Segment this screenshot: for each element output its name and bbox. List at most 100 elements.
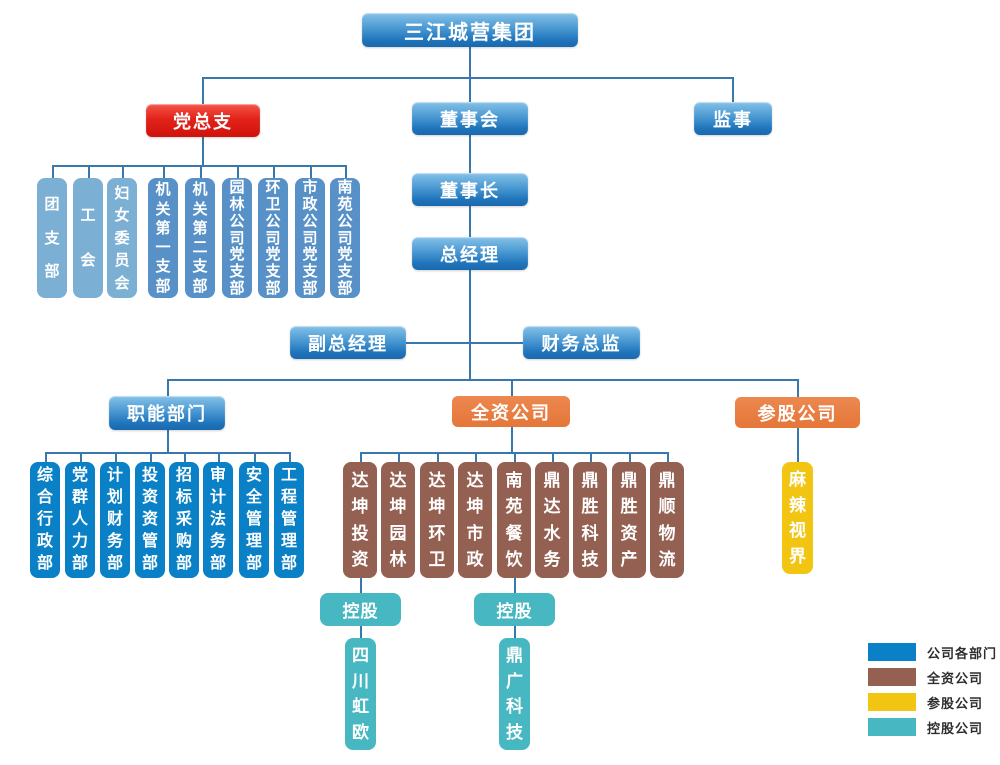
- connector-line: [237, 165, 239, 178]
- node-party-branch: 环卫公司党支部: [258, 178, 288, 298]
- connector-line: [398, 452, 400, 462]
- legend-row: 全资公司: [868, 668, 997, 686]
- connector-line: [115, 452, 117, 462]
- connector-line: [150, 452, 152, 462]
- connector-line: [202, 77, 204, 104]
- connector-line: [514, 626, 516, 638]
- legend-label: 控股公司: [927, 720, 984, 736]
- node-wholly-owned-companies: 全资公司: [452, 396, 570, 427]
- connector-line: [167, 379, 797, 381]
- connector-line: [469, 206, 471, 237]
- connector-line: [52, 165, 345, 167]
- legend: 公司各部门 全资公司 参股公司 控股公司: [868, 643, 997, 743]
- connector-line: [469, 135, 471, 173]
- node-holding-badge: 控股: [474, 593, 555, 626]
- node-department: 安全管理部: [239, 462, 269, 578]
- node-subsidiary: 达坤市政: [458, 462, 492, 578]
- node-holding-company: 鼎广科技: [499, 638, 530, 750]
- connector-line: [511, 379, 513, 397]
- connector-line: [52, 165, 54, 178]
- connector-line: [437, 452, 439, 462]
- node-party-branch: 园林公司党支部: [222, 178, 252, 298]
- connector-line: [552, 452, 554, 462]
- connector-line: [797, 428, 799, 462]
- connector-line: [163, 165, 165, 178]
- connector-line: [469, 270, 471, 379]
- node-party-branch: 团支部: [37, 178, 67, 298]
- connector-line: [360, 578, 362, 593]
- connector-line: [45, 452, 47, 462]
- node-holding-company: 四川虹欧: [345, 638, 376, 750]
- node-deputy-general-manager: 副总经理: [290, 326, 406, 359]
- connector-line: [469, 77, 471, 102]
- node-department: 综合行政部: [30, 462, 60, 578]
- legend-label: 全资公司: [927, 670, 984, 686]
- node-party-branch: 工会: [73, 178, 103, 298]
- node-department: 审计法务部: [203, 462, 233, 578]
- connector-line: [360, 452, 362, 462]
- node-chairman: 董事长: [412, 173, 528, 206]
- connector-line: [511, 427, 513, 452]
- node-equity-company: 麻辣视界: [782, 462, 813, 574]
- legend-row: 参股公司: [868, 693, 997, 711]
- connector-line: [514, 578, 516, 593]
- connector-line: [514, 452, 516, 462]
- connector-line: [167, 379, 169, 396]
- connector-line: [475, 452, 477, 462]
- connector-line: [360, 626, 362, 638]
- node-functional-departments: 职能部门: [109, 396, 225, 430]
- connector-line: [167, 430, 169, 452]
- node-party-branch: 妇女委员会: [107, 178, 137, 298]
- connector-line: [184, 452, 186, 462]
- connector-line: [406, 342, 523, 344]
- node-holding-badge: 控股: [320, 593, 401, 626]
- node-subsidiary: 达坤园林: [381, 462, 415, 578]
- legend-swatch-departments: [868, 643, 916, 661]
- node-supervisor: 监事: [694, 102, 772, 135]
- connector-line: [254, 452, 256, 462]
- connector-line: [200, 165, 202, 178]
- legend-row: 控股公司: [868, 718, 997, 736]
- legend-swatch-equity: [868, 693, 916, 711]
- node-group-root: 三江城营集团: [362, 13, 578, 47]
- node-subsidiary: 南苑餐饮: [497, 462, 531, 578]
- connector-line: [310, 165, 312, 178]
- connector-line: [345, 165, 347, 178]
- connector-line: [202, 77, 733, 79]
- connector-line: [122, 165, 124, 178]
- node-party-branch: 市政公司党支部: [295, 178, 325, 298]
- node-party-branch: 机关第一支部: [148, 178, 178, 298]
- node-department: 投资资管部: [135, 462, 165, 578]
- connector-line: [289, 452, 291, 462]
- node-subsidiary: 鼎胜科技: [573, 462, 607, 578]
- connector-line: [80, 452, 82, 462]
- connector-line: [202, 137, 204, 165]
- node-finance-director: 财务总监: [523, 326, 640, 359]
- connector-line: [218, 452, 220, 462]
- node-department: 党群人力部: [65, 462, 95, 578]
- legend-swatch-holding: [868, 718, 916, 736]
- legend-label: 公司各部门: [927, 645, 998, 661]
- connector-line: [360, 452, 667, 454]
- node-department: 计划财务部: [100, 462, 130, 578]
- connector-line: [629, 452, 631, 462]
- node-equity-companies: 参股公司: [735, 397, 860, 428]
- node-department: 招标采购部: [169, 462, 199, 578]
- connector-line: [469, 46, 471, 77]
- node-subsidiary: 鼎胜资产: [612, 462, 646, 578]
- connector-line: [45, 452, 289, 454]
- node-subsidiary: 鼎顺物流: [650, 462, 684, 578]
- node-subsidiary: 达坤投资: [343, 462, 377, 578]
- legend-label: 参股公司: [927, 695, 984, 711]
- node-department: 工程管理部: [274, 462, 304, 578]
- node-board: 董事会: [412, 102, 528, 135]
- node-subsidiary: 达坤环卫: [420, 462, 454, 578]
- connector-line: [590, 452, 592, 462]
- node-party-committee: 党总支: [146, 104, 260, 137]
- node-party-branch: 机关第二支部: [185, 178, 215, 298]
- node-subsidiary: 鼎达水务: [535, 462, 569, 578]
- connector-line: [732, 77, 734, 102]
- connector-line: [667, 452, 669, 462]
- node-party-branch: 南苑公司党支部: [330, 178, 360, 298]
